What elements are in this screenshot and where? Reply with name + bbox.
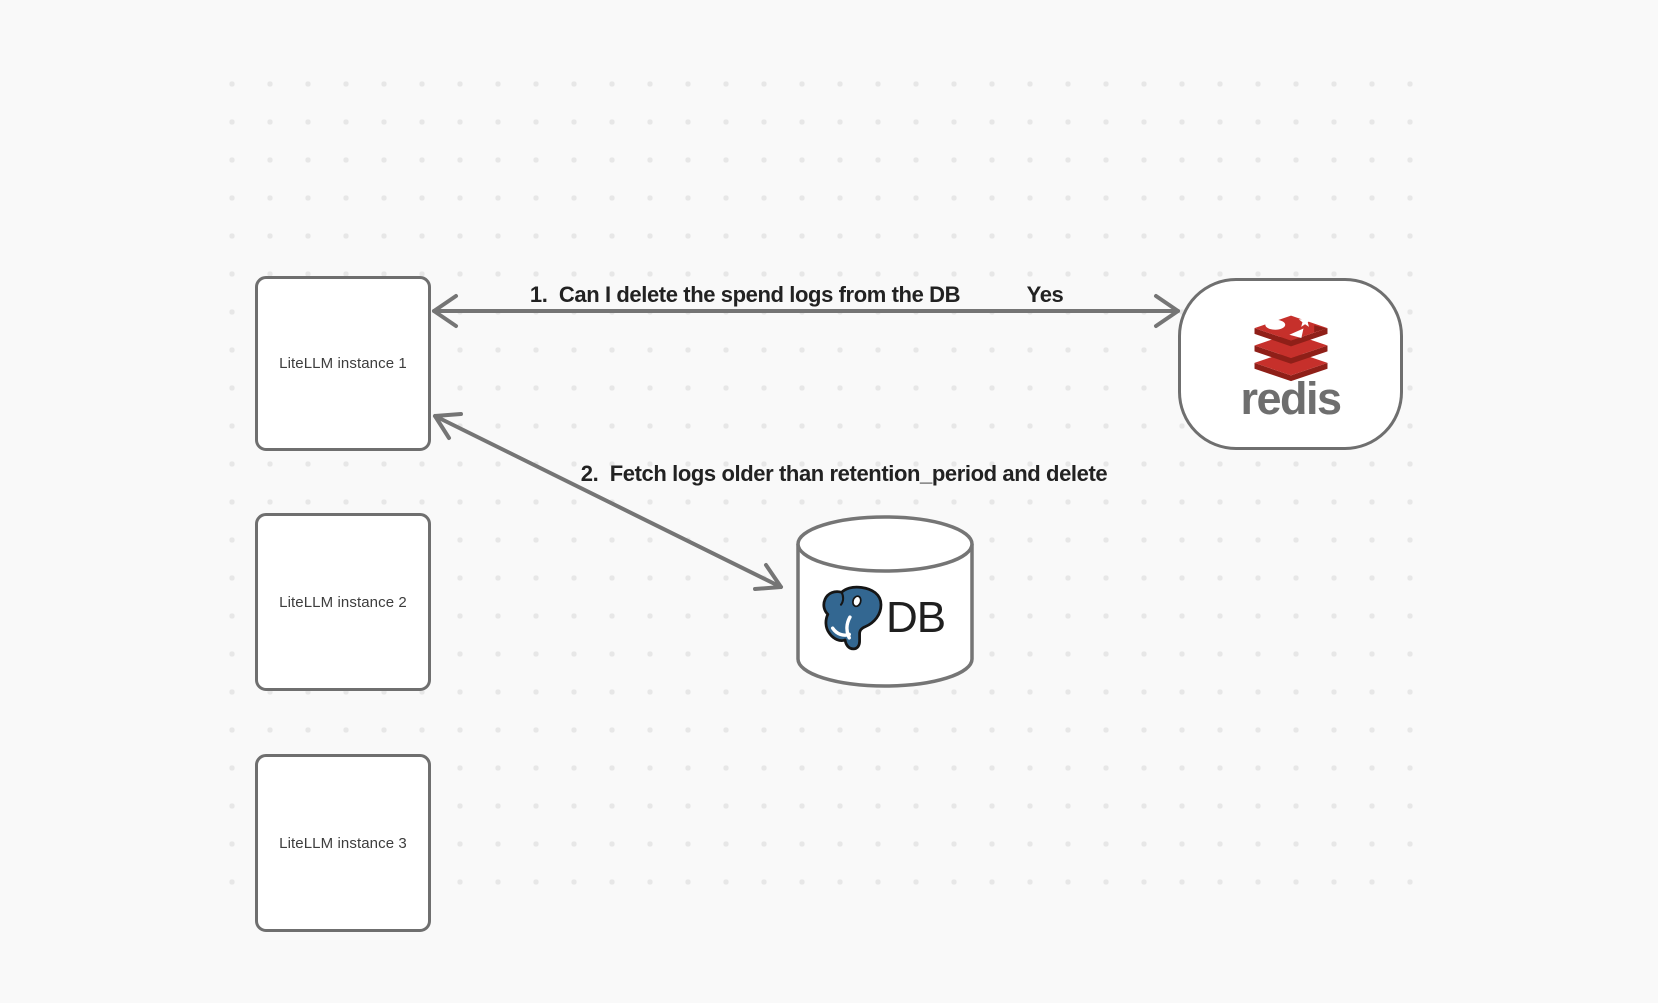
postgresql-logo-icon: [822, 585, 883, 651]
node-litellm-instance-3[interactable]: LiteLLM instance 3: [255, 754, 431, 932]
node-label: LiteLLM instance 3: [279, 834, 407, 852]
node-label: LiteLLM instance 1: [279, 355, 407, 372]
redis-wordmark: redis: [1240, 372, 1342, 424]
edge-label-yes[interactable]: Yes: [1026, 282, 1064, 307]
node-litellm-instance-2[interactable]: LiteLLM instance 2: [255, 513, 431, 691]
edge-arrow-fetch-logs[interactable]: [433, 412, 783, 591]
node-litellm-instance-1[interactable]: LiteLLM instance 1: [255, 276, 431, 451]
redis-logo-icon: [1254, 314, 1327, 381]
database-cylinder[interactable]: [796, 515, 974, 688]
edge-label-spend-logs[interactable]: 1. Can I delete the spend logs from the …: [529, 282, 961, 307]
node-redis[interactable]: redis: [1178, 278, 1403, 450]
edge-label-fetch-logs[interactable]: 2. Fetch logs older than retention_perio…: [580, 461, 1108, 486]
database-label: DB: [886, 593, 946, 642]
edge-arrow-spend-logs[interactable]: [432, 294, 1180, 328]
node-label: LiteLLM instance 2: [279, 593, 407, 611]
